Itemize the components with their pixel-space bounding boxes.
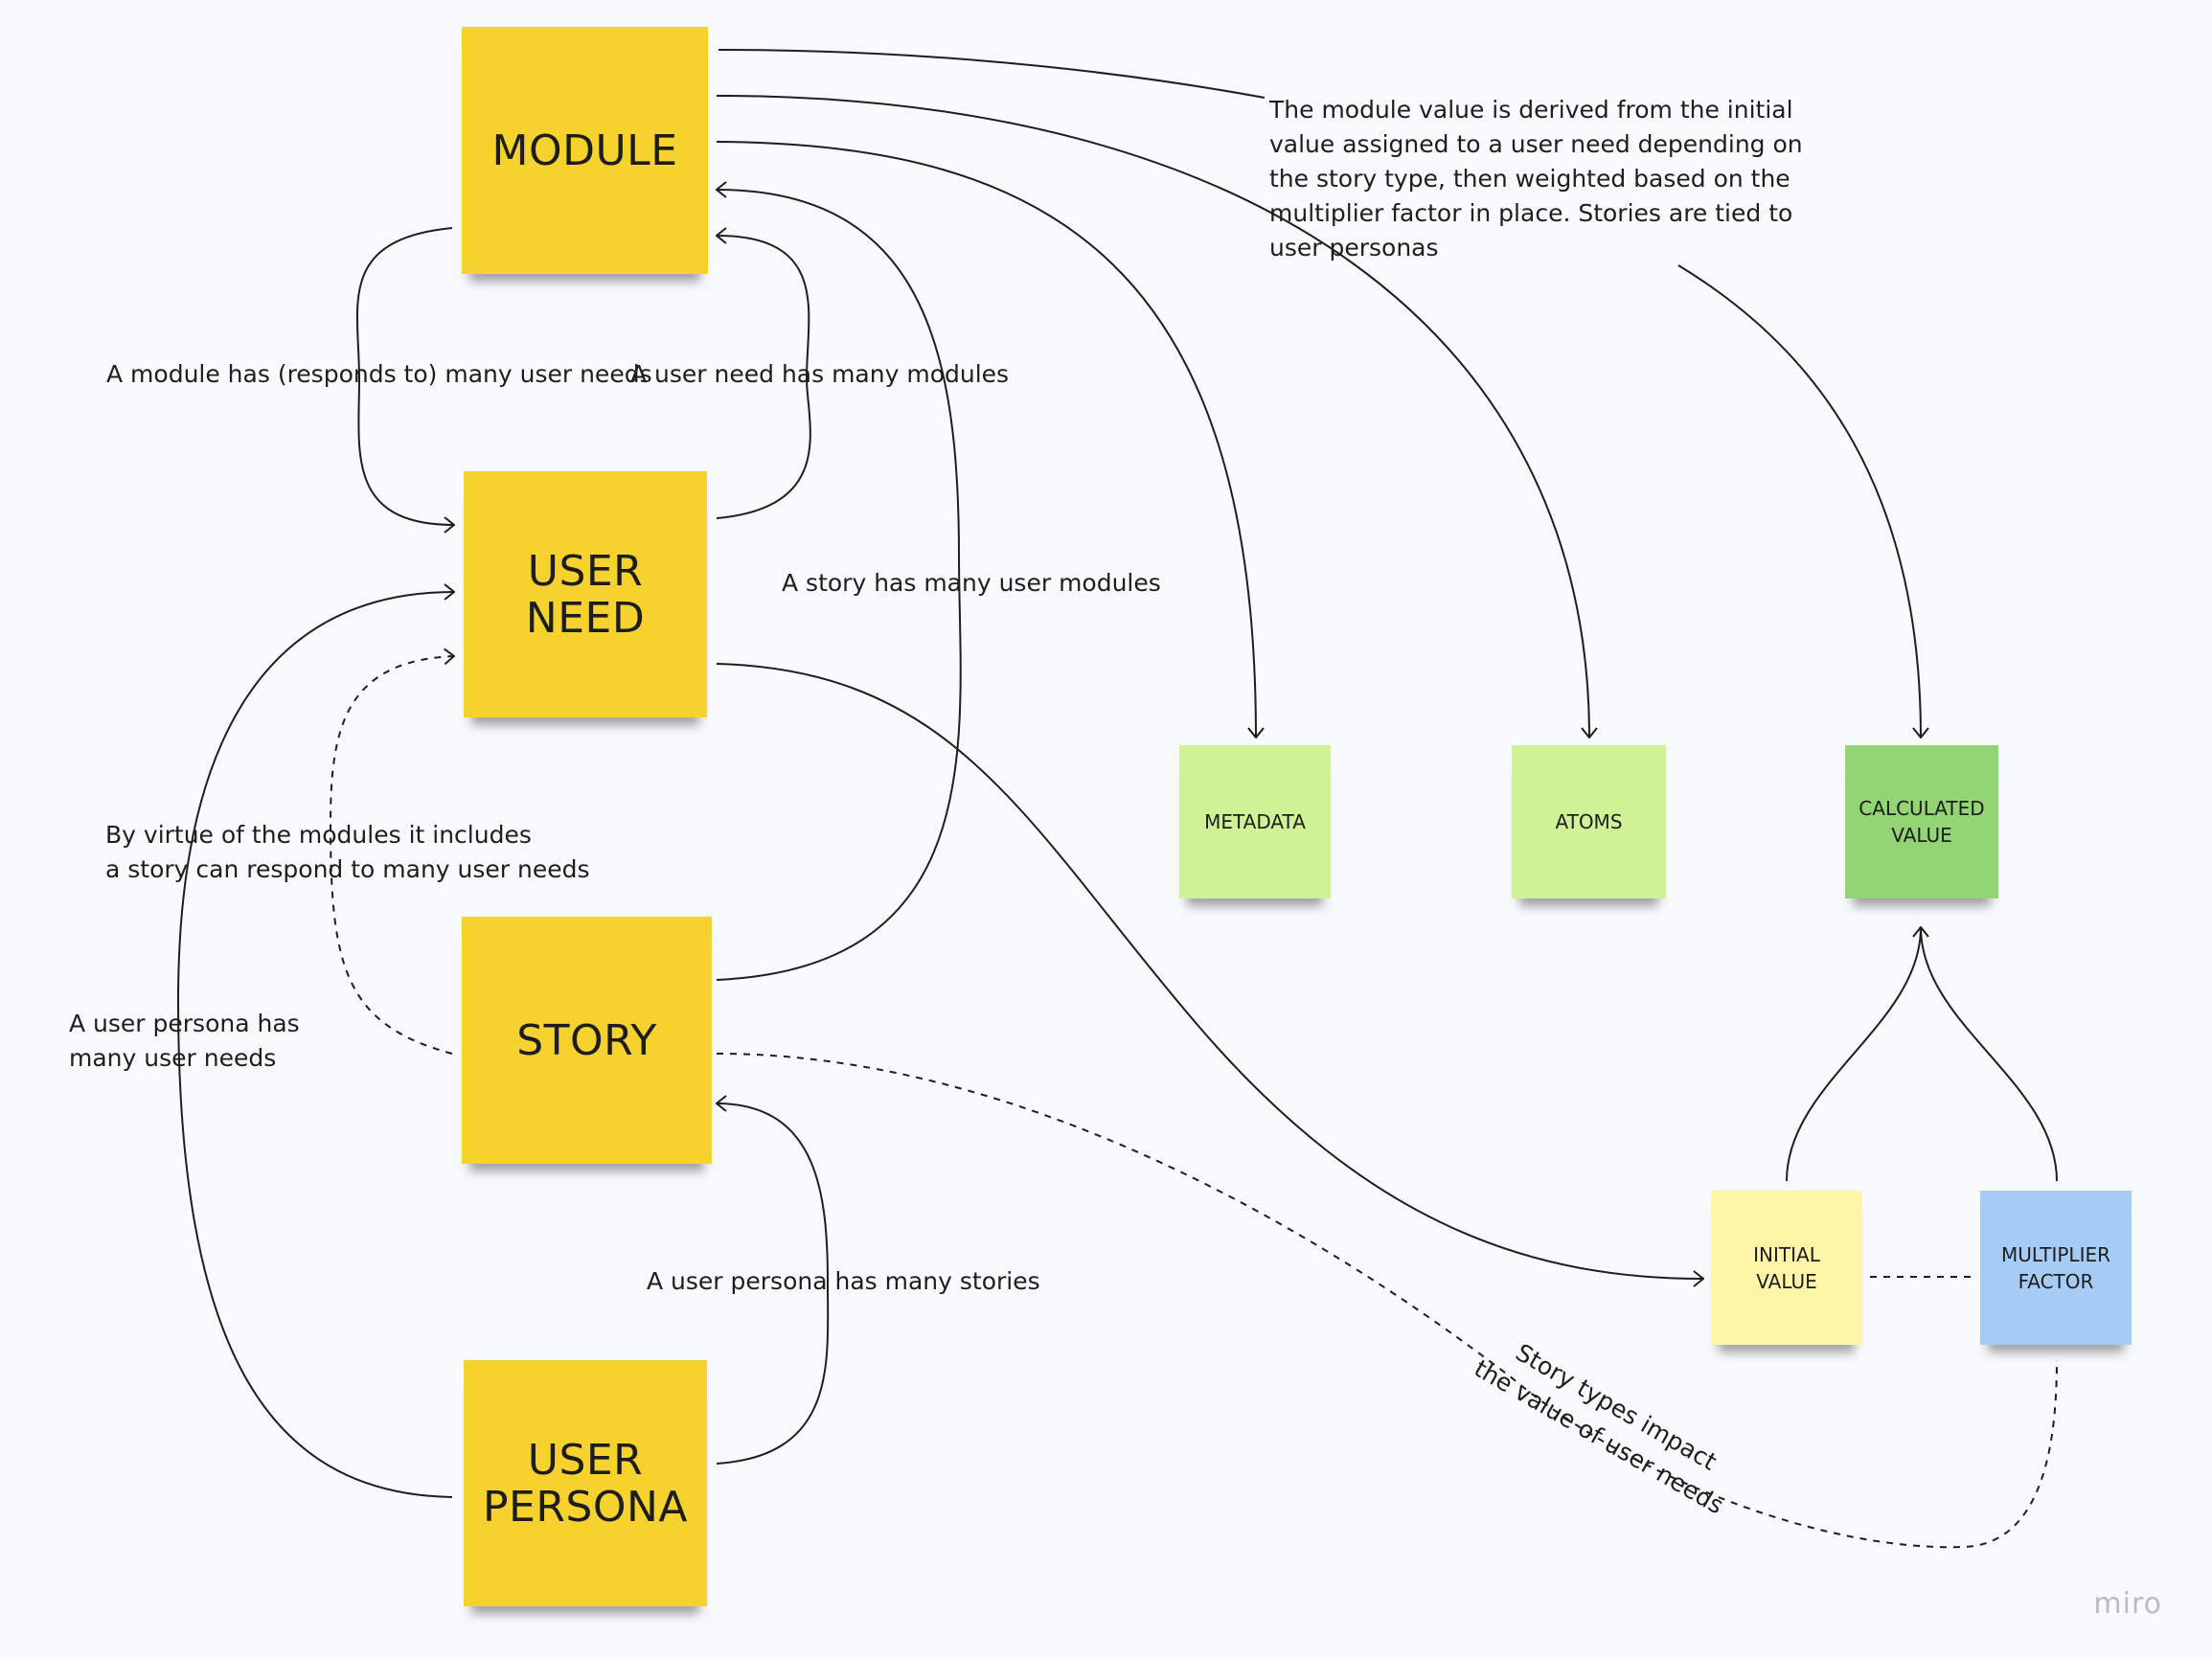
label-story-responds-needs[interactable]: By virtue of the modules it includes a s… [105, 821, 590, 883]
connector-story-to-multiplier-dashed[interactable] [716, 1053, 2058, 1549]
sticky-metadata[interactable]: METADATA [1179, 745, 1331, 898]
label-need-has-modules[interactable]: A user need has many modules [630, 360, 1010, 388]
sticky-calculated-value[interactable]: CALCULATED VALUE [1845, 745, 1998, 898]
connector-userneed-to-module[interactable] [717, 236, 811, 519]
connector-story-to-userneed-dashed[interactable] [329, 656, 454, 1055]
connector-userpersona-to-userneed[interactable] [176, 592, 454, 1498]
sticky-user-need-text: USER NEED [525, 546, 646, 643]
connector-story-to-module[interactable] [717, 190, 962, 981]
label-persona-has-stories[interactable]: A user persona has many stories [647, 1267, 1040, 1295]
label-persona-has-needs[interactable]: A user persona has many user needs [69, 1010, 300, 1072]
note-module-value[interactable]: The module value is derived from the ini… [1269, 96, 1803, 261]
sticky-module[interactable]: MODULE [462, 27, 708, 274]
sticky-story[interactable]: STORY [462, 917, 712, 1164]
connector-module-to-atoms[interactable] [716, 95, 1589, 738]
connector-module-to-note [718, 49, 1266, 99]
sticky-user-persona[interactable]: USER PERSONA [464, 1360, 707, 1606]
connector-module-to-userneed[interactable] [355, 227, 454, 525]
sticky-initial-value-text: INITIAL VALUE [1753, 1242, 1820, 1293]
connector-userneed-to-initial[interactable] [716, 663, 1703, 1279]
connector-multiplier-to-calculated [1920, 926, 2058, 1182]
sticky-user-need[interactable]: USER NEED [464, 471, 707, 717]
sticky-atoms[interactable]: ATOMS [1512, 745, 1666, 898]
label-module-has-needs[interactable]: A module has (responds to) many user nee… [106, 360, 652, 388]
label-story-has-modules[interactable]: A story has many user modules [782, 569, 1161, 597]
sticky-initial-value[interactable]: INITIAL VALUE [1711, 1191, 1862, 1345]
sticky-multiplier-factor[interactable]: MULTIPLIER FACTOR [1980, 1191, 2132, 1345]
sticky-calculated-value-text: CALCULATED VALUE [1859, 797, 1985, 847]
miro-logo: miro [2093, 1587, 2162, 1621]
sticky-module-text: MODULE [491, 125, 678, 175]
connector-userpersona-to-story[interactable] [717, 1103, 830, 1465]
sticky-atoms-text: ATOMS [1555, 810, 1623, 833]
sticky-metadata-text: METADATA [1204, 810, 1306, 833]
connector-module-to-metadata[interactable] [716, 141, 1256, 738]
sticky-story-text: STORY [516, 1015, 657, 1065]
sticky-multiplier-factor-text: MULTIPLIER FACTOR [2000, 1242, 2111, 1293]
sticky-user-persona-text: USER PERSONA [483, 1435, 688, 1532]
connector-initial-to-calculated[interactable] [1786, 927, 1921, 1182]
connector-note-to-calculated[interactable] [1677, 264, 1921, 738]
